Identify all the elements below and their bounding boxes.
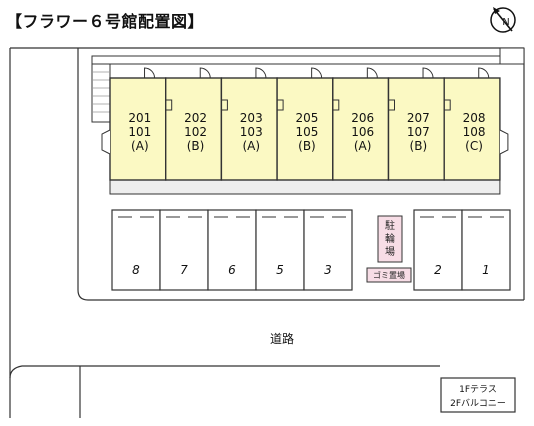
door-swing	[199, 67, 211, 79]
wall-notch	[388, 99, 395, 111]
unit-lower-number: 102	[184, 125, 207, 139]
parking-number: 1	[482, 263, 490, 277]
north-arrow-letter: N	[502, 17, 509, 28]
trash-area-box	[366, 267, 412, 283]
unit-upper-number: 202	[184, 111, 207, 125]
parking-space-6: 6	[207, 209, 257, 291]
road-label: 道路	[270, 331, 294, 346]
parking-box	[461, 209, 511, 291]
unit-upper-number: 207	[407, 111, 430, 125]
unit-upper-number: 208	[463, 111, 486, 125]
stairs	[91, 59, 111, 123]
wall-notch	[444, 99, 451, 111]
parking-box	[255, 209, 305, 291]
road-edge-left	[9, 365, 80, 379]
unit-box	[332, 77, 390, 181]
legend-box	[440, 377, 516, 413]
legend: 1Fテラス 2Fバルコニー	[440, 377, 516, 413]
unit-type: (B)	[187, 139, 205, 153]
door-swing	[144, 67, 156, 79]
unit-upper-number: 205	[295, 111, 318, 125]
bicycle-parking: 駐輪場	[377, 215, 403, 263]
bicycle-parking-box	[377, 215, 403, 263]
unit-lower-number: 105	[295, 125, 318, 139]
trash-area-label: ゴミ置場	[373, 270, 405, 280]
door-swing	[311, 67, 323, 79]
wall-notch	[221, 99, 228, 111]
door-swing	[422, 67, 434, 79]
parking-space-2: 2	[413, 209, 463, 291]
parking-number: 5	[276, 263, 284, 277]
parking-box	[111, 209, 161, 291]
unit-type: (B)	[410, 139, 428, 153]
legend-terrace: 1Fテラス	[459, 384, 497, 395]
unit-lower-number: 108	[463, 125, 486, 139]
unit-box	[164, 77, 223, 181]
unit-upper-number: 206	[351, 111, 374, 125]
parking-space-8: 8	[111, 209, 161, 291]
parking-box	[159, 209, 209, 291]
parking-box	[413, 209, 463, 291]
stairs-box	[91, 59, 111, 123]
bicycle-parking-char: 輪	[385, 232, 395, 245]
bicycle-parking-char: 場	[385, 245, 395, 258]
building-corridor	[109, 179, 501, 195]
lot-edge	[77, 48, 524, 301]
trash-area: ゴミ置場	[366, 267, 412, 283]
parking-number: 6	[228, 263, 236, 277]
north-arrow-icon: N	[490, 7, 516, 33]
unit-lower-number: 103	[240, 125, 263, 139]
unit-box	[276, 77, 334, 181]
parking-space-7: 7	[159, 209, 209, 291]
unit-lower-number: 106	[351, 125, 374, 139]
unit-box	[387, 77, 445, 181]
parking-number: 3	[324, 263, 332, 277]
legend-balcony: 2Fバルコニー	[450, 398, 506, 409]
unit-upper-number: 201	[128, 111, 151, 125]
parking-number: 2	[434, 263, 442, 277]
parking-box	[207, 209, 257, 291]
unit-type: (A)	[242, 139, 260, 153]
walkway-top	[91, 55, 501, 65]
corner-strip	[499, 47, 525, 65]
wall-notch	[332, 99, 340, 111]
parking-number: 7	[180, 263, 188, 277]
parking-space-1: 1	[461, 209, 511, 291]
page-title: 【フラワー６号館配置図】	[6, 12, 205, 31]
unit-box	[443, 77, 501, 181]
door-swing	[255, 67, 267, 79]
unit-type: (A)	[131, 139, 149, 153]
bay-window-left	[101, 129, 111, 155]
parking-box	[303, 209, 353, 291]
unit-type: (A)	[354, 139, 372, 153]
wall-notch	[277, 99, 284, 111]
unit-lower-number: 101	[128, 125, 151, 139]
bicycle-parking-char: 駐	[385, 219, 395, 232]
parking-space-3: 3	[303, 209, 353, 291]
parking-number: 8	[132, 263, 140, 277]
door-swing	[478, 67, 490, 79]
unit-type: (C)	[465, 139, 483, 153]
unit-upper-number: 203	[240, 111, 263, 125]
unit-lower-number: 107	[407, 125, 430, 139]
unit-box	[220, 77, 278, 181]
unit-type: (B)	[298, 139, 316, 153]
north-arrow-head	[493, 7, 500, 14]
bay-window-right	[499, 129, 509, 155]
wall-notch	[165, 99, 173, 111]
parking-space-5: 5	[255, 209, 305, 291]
door-swing	[366, 67, 378, 79]
